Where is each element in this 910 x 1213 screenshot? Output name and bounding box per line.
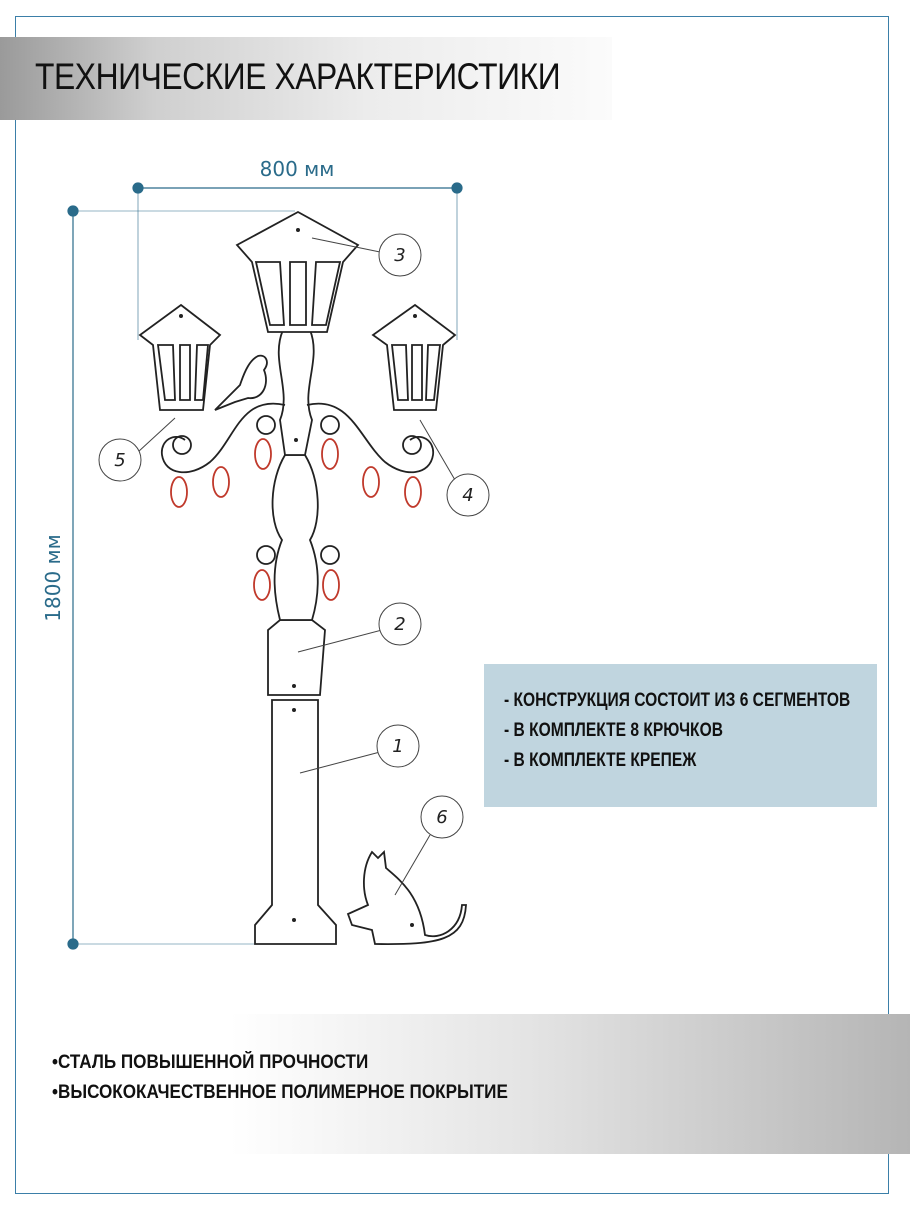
bolt-holes	[179, 228, 417, 927]
feature-steel: •СТАЛЬ ПОВЫШЕННОЙ ПРОЧНОСТИ	[52, 1052, 369, 1073]
info-hooks: - В КОМПЛЕКТЕ 8 КРЮЧКОВ	[504, 720, 723, 741]
callout-4-number: 4	[462, 485, 473, 506]
callout-5-number: 5	[114, 450, 125, 471]
info-fasteners: - В КОМПЛЕКТЕ КРЕПЕЖ	[504, 750, 697, 771]
width-label: 800 мм	[260, 157, 335, 181]
callout-1	[376, 724, 420, 768]
callout-6	[420, 795, 464, 839]
segment-1-base	[254, 699, 337, 945]
callout-6-number: 6	[436, 807, 447, 828]
features-banner	[60, 1014, 910, 1154]
callout-3	[378, 233, 422, 277]
hook	[253, 569, 271, 601]
height-label: 1800 мм	[41, 534, 65, 621]
width-dimension	[132, 182, 463, 340]
info-box: - КОНСТРУКЦИЯ СОСТОИТ ИЗ 6 СЕГМЕНТОВ - В…	[484, 664, 877, 807]
segment-2	[267, 619, 326, 696]
callout-3-number: 3	[394, 245, 405, 266]
title-banner	[0, 37, 612, 120]
hooks	[170, 438, 422, 601]
segment-6-cat	[346, 850, 467, 946]
height-dimension	[67, 205, 295, 950]
post-drawing	[138, 210, 467, 946]
bird-silhouette	[214, 354, 268, 411]
feature-coating: •ВЫСОКОКАЧЕСТВЕННОЕ ПОЛИМЕРНОЕ ПОКРЫТИЕ	[52, 1082, 508, 1103]
hook	[322, 569, 340, 601]
callout-4	[446, 473, 490, 517]
callout-1-number: 1	[392, 736, 403, 757]
page-title: ТЕХНИЧЕСКИЕ ХАРАКТЕРИСТИКИ	[35, 56, 561, 97]
hook	[321, 438, 339, 470]
hook	[254, 438, 272, 470]
hook	[212, 466, 230, 498]
callout-2	[378, 602, 422, 646]
hook	[170, 476, 188, 508]
hook	[404, 476, 422, 508]
hook	[362, 466, 380, 498]
callout-5	[98, 438, 142, 482]
callout-2-number: 2	[394, 614, 405, 635]
page-frame	[15, 16, 889, 1194]
info-segments: - КОНСТРУКЦИЯ СОСТОИТ ИЗ 6 СЕГМЕНТОВ	[504, 690, 851, 711]
